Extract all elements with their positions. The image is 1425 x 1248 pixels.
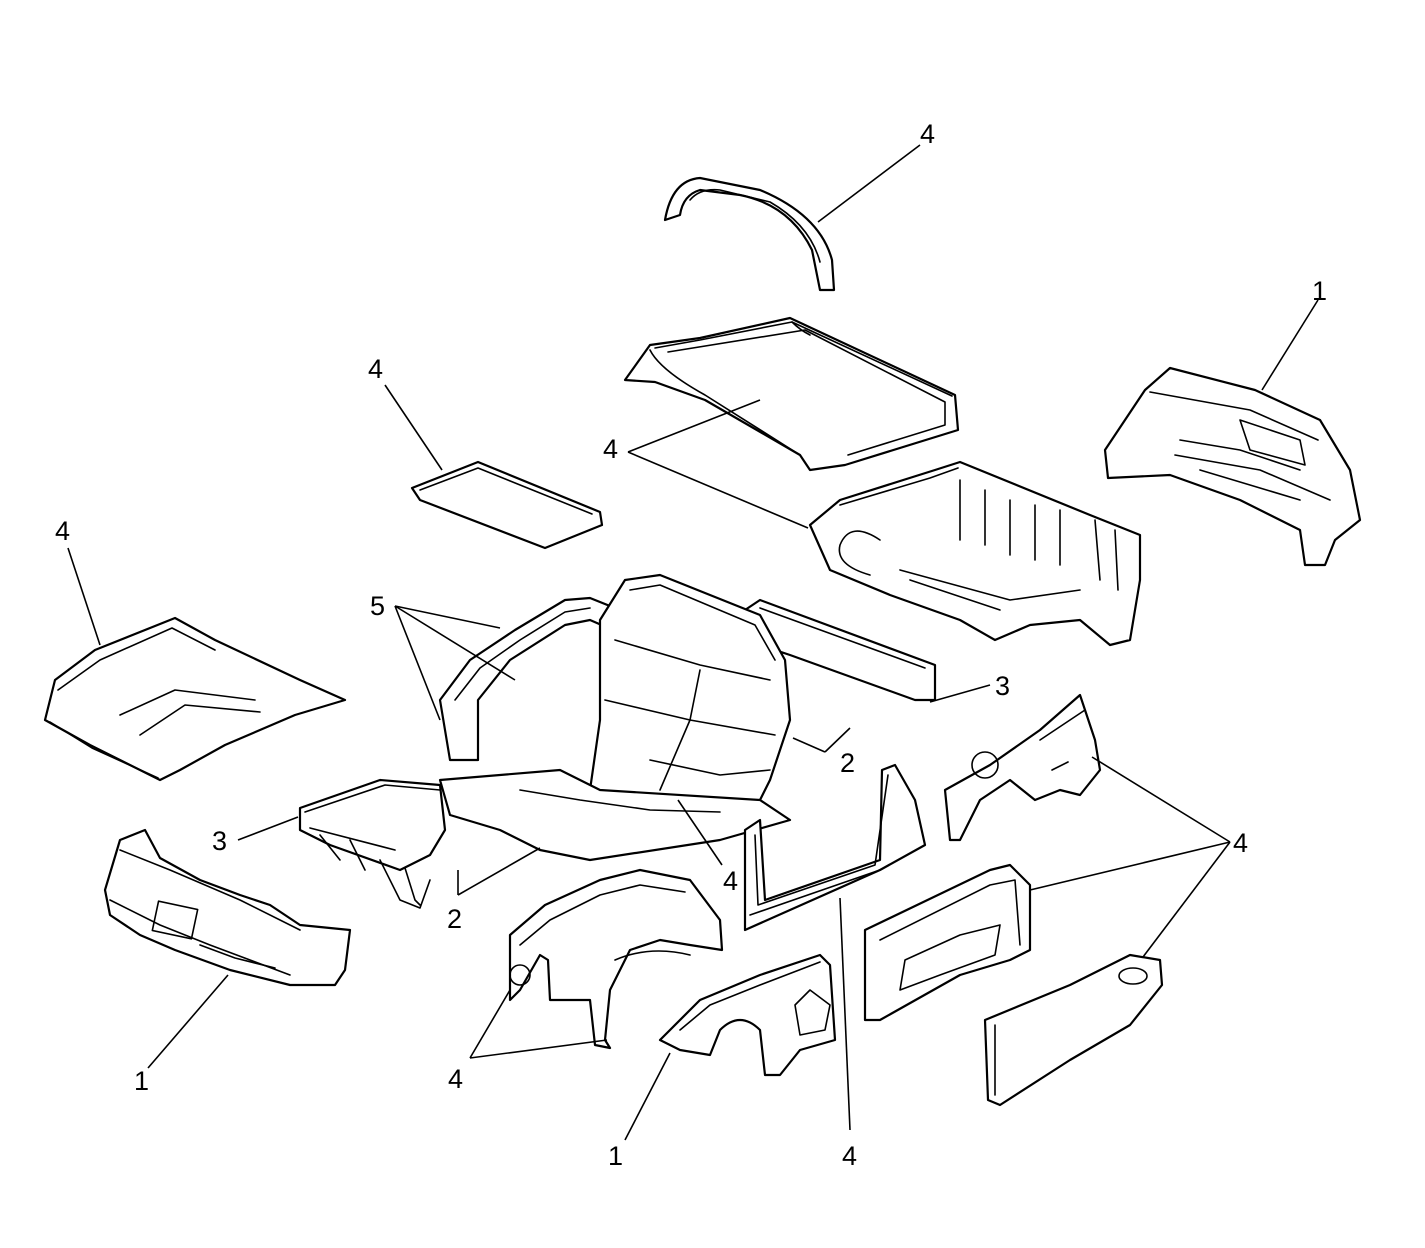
door-outer-panel: [983, 953, 1164, 1107]
roof-bow-part: [663, 176, 836, 292]
callout-rocker: 4: [842, 1141, 857, 1171]
callout-floor-pan: 4: [723, 866, 738, 896]
door-inner-panel: [863, 863, 1032, 1022]
callout-windshield-frame: 5: [370, 591, 385, 621]
callout-left-bracket: 2: [447, 904, 462, 934]
roof-panel-assembly: [623, 316, 960, 472]
callout-rear-quarter-door: 4: [1233, 828, 1248, 858]
rear-bumper-fascia: [1103, 366, 1362, 567]
front-wheelhouse: [508, 868, 724, 1050]
callout-front-bumper: 1: [134, 1066, 149, 1096]
front-bumper-fascia: [103, 828, 352, 987]
callout-labels: 4 1 4 4 4 5 3 2 3 4 4 2 4 1 1 4: [55, 119, 1327, 1171]
leader-lines: [67, 144, 1319, 1141]
callout-roof-panels: 4: [603, 434, 618, 464]
callout-hood: 4: [55, 516, 70, 546]
front-fender: [658, 953, 837, 1077]
callout-front-fender: 1: [608, 1141, 623, 1171]
hood-part: [43, 616, 347, 782]
callout-roof-panel-small: 4: [368, 354, 383, 384]
rocker-panel: [743, 763, 927, 932]
removable-roof-panel: [410, 460, 604, 550]
callout-roof-bow: 4: [920, 119, 935, 149]
callout-rear-bumper: 1: [1312, 276, 1327, 306]
callout-right-bracket: 2: [840, 748, 855, 778]
rear-quarter-panel: [943, 693, 1102, 842]
callout-wheelhouses: 4: [448, 1064, 463, 1094]
main-frame-cage: [298, 573, 937, 909]
callout-rear-rail: 3: [995, 671, 1010, 701]
callout-front-rail: 3: [212, 826, 227, 856]
rear-floor-pan: [808, 460, 1142, 647]
